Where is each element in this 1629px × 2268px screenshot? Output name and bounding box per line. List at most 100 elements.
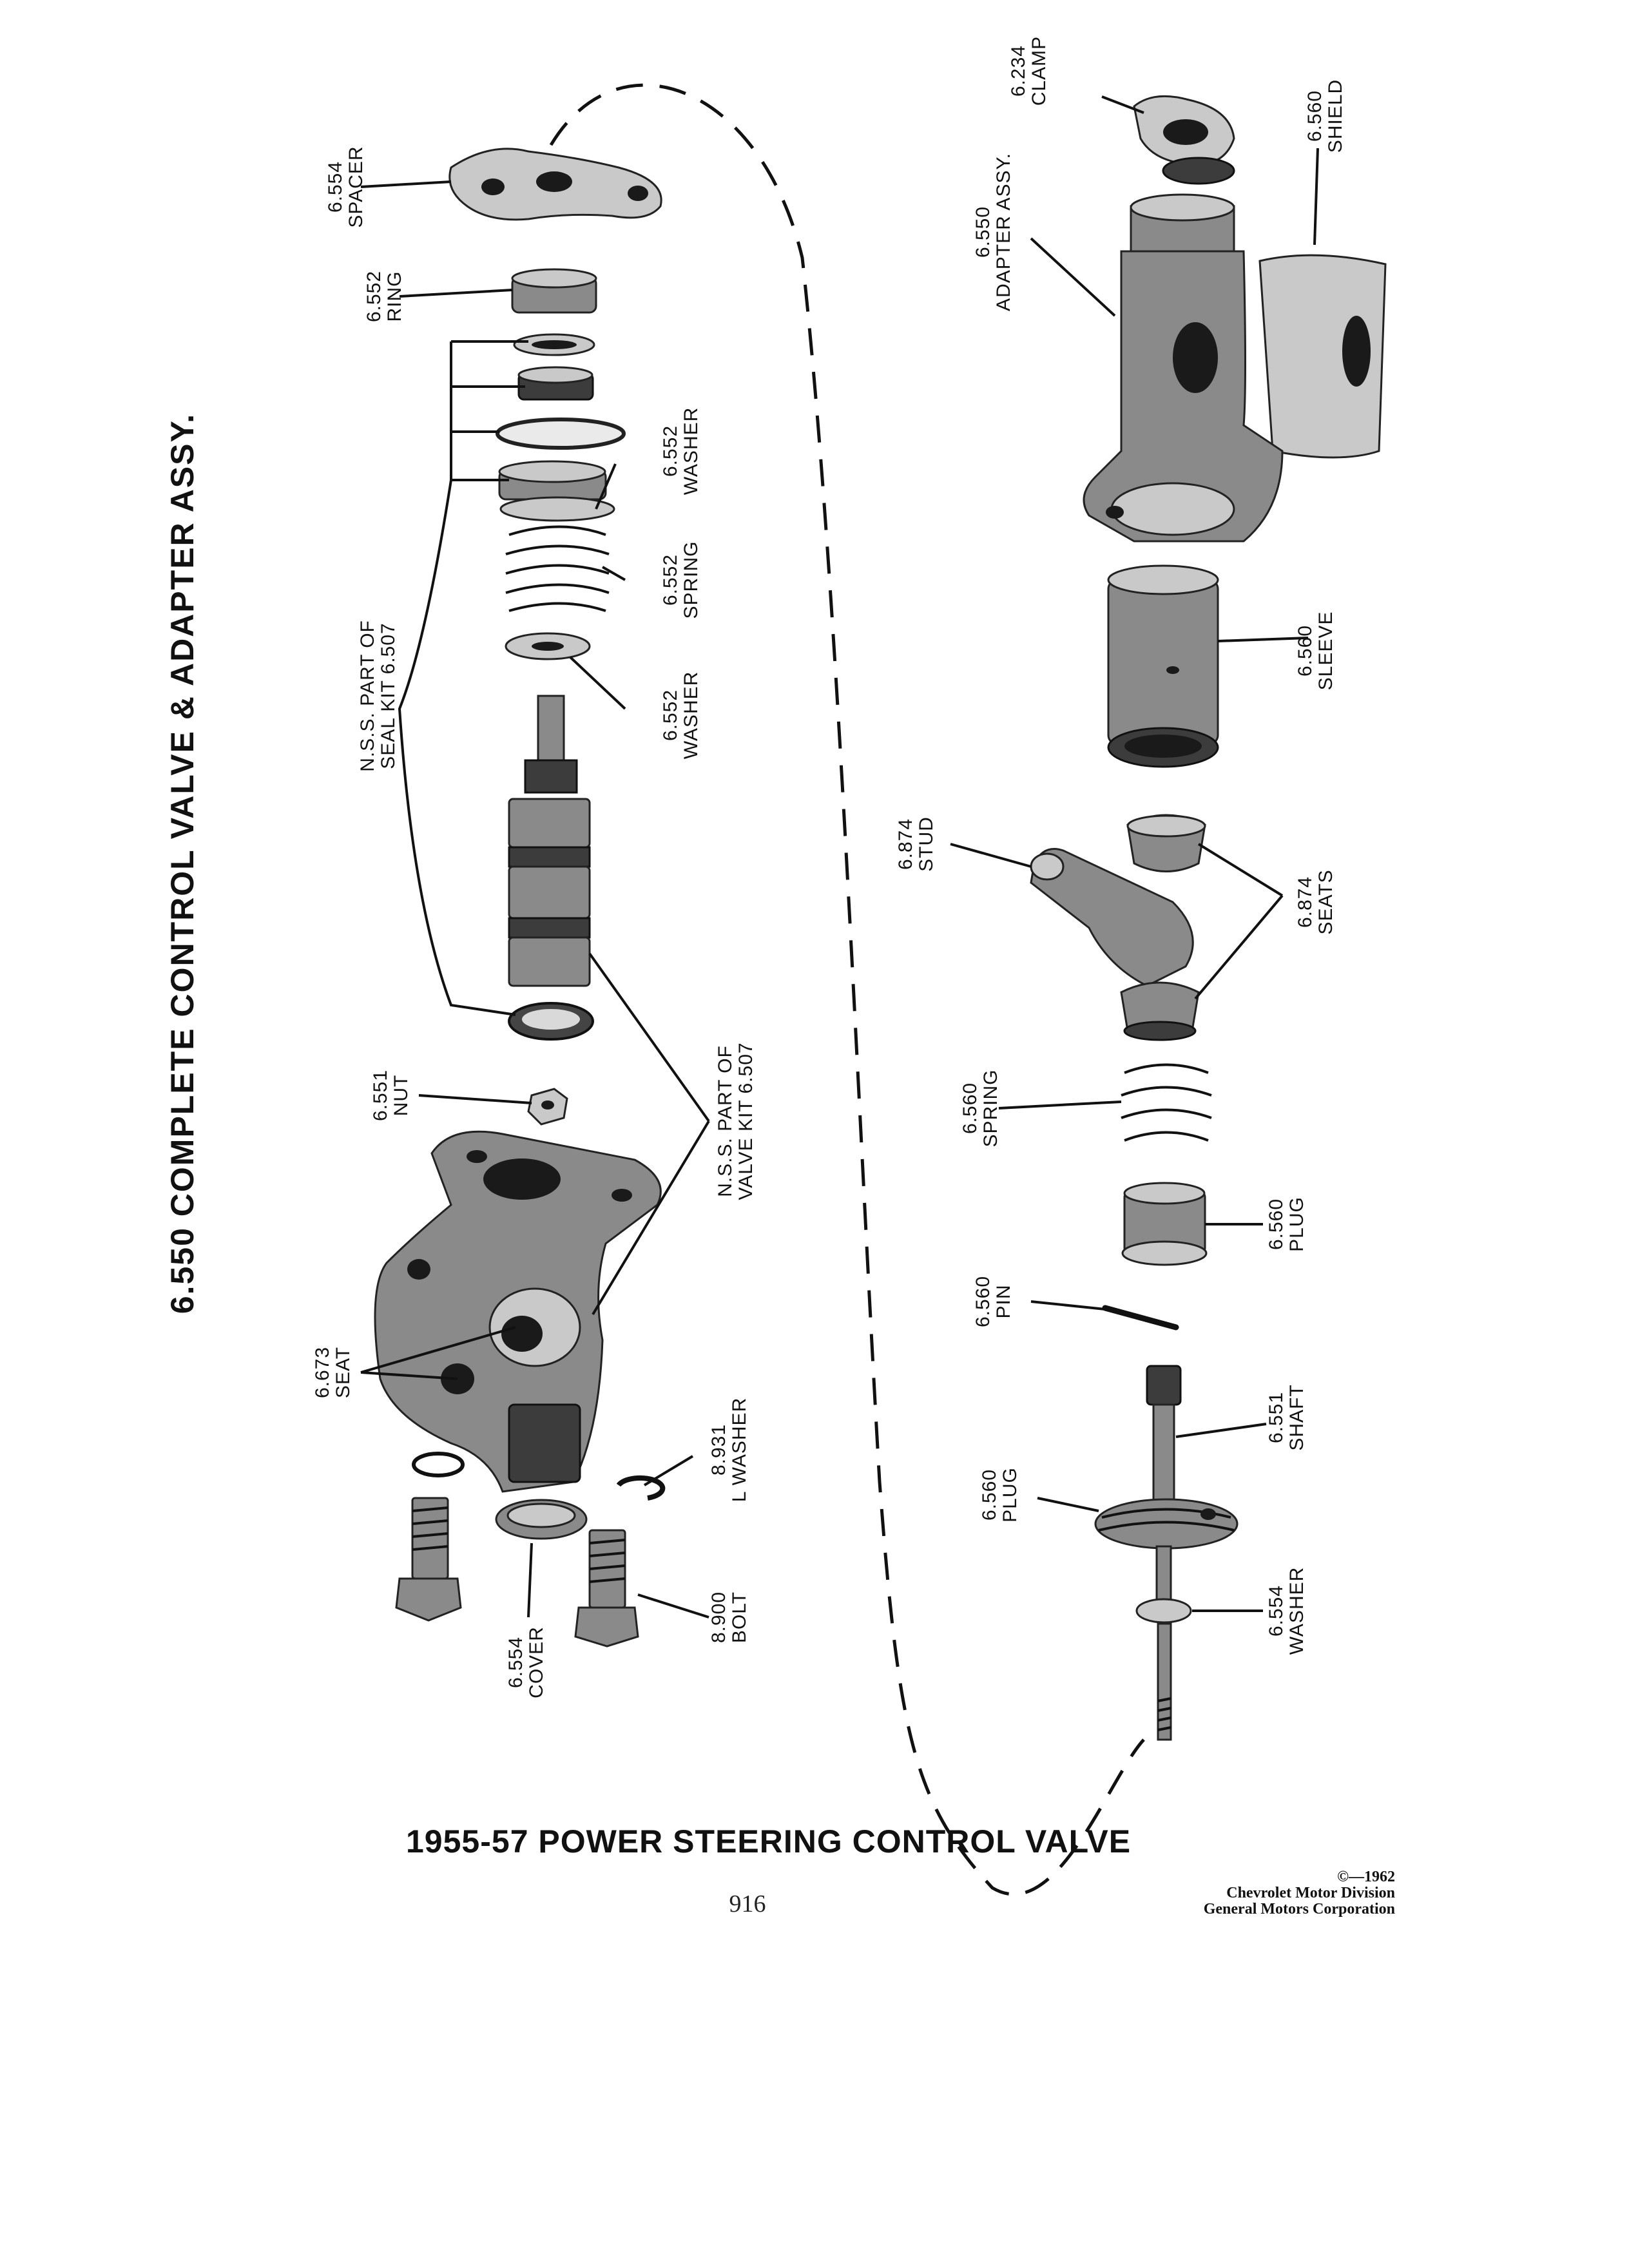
valve-body-part	[374, 1130, 662, 1493]
cover-part	[495, 1499, 588, 1540]
seal-part	[517, 366, 594, 401]
callout-ring-name: RING	[384, 271, 405, 322]
sleeve-part	[1107, 564, 1219, 768]
callout-shaft-number: 6.551	[1266, 1392, 1287, 1443]
shaft-assembly-part	[1094, 1365, 1239, 1741]
callout-seats-number: 6.874	[1295, 876, 1316, 928]
callout-spring-upper: 6.552 SPRING	[660, 541, 702, 619]
callout-cover-name: COVER	[526, 1626, 547, 1698]
callout-washer-mid-number: 6.552	[660, 689, 681, 741]
callout-washer-lower: 6.554 WASHER	[1266, 1567, 1307, 1655]
washer-part	[513, 333, 595, 356]
seal-ring-part	[508, 1002, 594, 1041]
valve-spool-part	[508, 695, 591, 987]
callout-plug-upper-number: 6.560	[1266, 1198, 1287, 1250]
callout-l-washer: 8.931 L WASHER	[708, 1398, 750, 1502]
callout-shield-number: 6.560	[1304, 90, 1325, 142]
callout-nut-name: NUT	[390, 1075, 412, 1117]
callout-cover: 6.554 COVER	[505, 1626, 547, 1698]
callout-sleeve-number: 6.560	[1295, 625, 1316, 677]
copyright-line-1: ©—1962	[1337, 1869, 1395, 1885]
callout-spacer: 6.554 SPACER	[325, 146, 367, 227]
callout-seal-kit-line1: N.S.S. PART OF	[357, 620, 378, 772]
callout-spring-upper-number: 6.552	[660, 554, 681, 606]
small-washer-left-part	[412, 1452, 465, 1477]
callout-valve-kit: N.S.S. PART OF VALVE KIT 6.507	[715, 1042, 757, 1200]
callout-plug-upper: 6.560 PLUG	[1266, 1196, 1307, 1252]
adapter-assembly-part	[1083, 193, 1284, 543]
callout-seat-name: SEAT	[333, 1347, 354, 1398]
stud-part	[1030, 848, 1194, 987]
callout-plug-lower-name: PLUG	[999, 1467, 1021, 1523]
callout-sleeve-name: SLEEVE	[1315, 611, 1336, 691]
callout-washer-upper: 6.552 WASHER	[660, 407, 702, 495]
seat-lower-part	[1120, 981, 1200, 1041]
callout-stud-number: 6.874	[895, 818, 916, 870]
diagram-caption: 1955-57 POWER STEERING CONTROL VALVE	[406, 1823, 1131, 1860]
callout-bolt-name: BOLT	[729, 1591, 750, 1643]
callout-pin: 6.560 PIN	[972, 1276, 1014, 1327]
callout-clamp-number: 6.234	[1008, 45, 1029, 97]
callout-sleeve: 6.560 SLEEVE	[1295, 611, 1336, 691]
callout-shaft-name: SHAFT	[1286, 1384, 1307, 1450]
callout-pin-name: PIN	[993, 1284, 1014, 1318]
callout-plug-upper-name: PLUG	[1286, 1196, 1307, 1252]
callout-plug-lower: 6.560 PLUG	[979, 1467, 1021, 1523]
callout-cover-number: 6.554	[505, 1637, 526, 1688]
callout-nut-number: 6.551	[370, 1070, 391, 1121]
leader-lines	[360, 95, 1319, 1619]
clamp-part	[1133, 95, 1235, 185]
callout-stud: 6.874 STUD	[895, 816, 937, 872]
callout-bolt: 8.900 BOLT	[708, 1591, 750, 1643]
callout-ring: 6.552 RING	[363, 271, 405, 322]
callout-plug-lower-number: 6.560	[979, 1469, 1000, 1521]
callout-adapter-number: 6.550	[972, 206, 994, 258]
callout-shaft: 6.551 SHAFT	[1266, 1384, 1307, 1450]
callout-seats: 6.874 SEATS	[1295, 869, 1336, 934]
callout-washer-upper-number: 6.552	[660, 425, 681, 477]
copyright-line-3: General Motors Corporation	[1204, 1901, 1395, 1917]
callout-spacer-name: SPACER	[345, 146, 367, 227]
callout-washer-upper-name: WASHER	[680, 407, 702, 495]
callout-valve-kit-line2: VALVE KIT 6.507	[735, 1042, 757, 1200]
mid-washer-part	[505, 632, 591, 660]
pin-part	[1102, 1305, 1179, 1331]
callout-shield-name: SHIELD	[1325, 79, 1346, 153]
callout-spring-upper-name: SPRING	[680, 541, 702, 619]
callout-spacer-number: 6.554	[325, 161, 346, 213]
assembly-path-dashed-line	[549, 83, 1145, 1896]
callout-spring-lower: 6.560 SPRING	[959, 1069, 1001, 1147]
page-number: 916	[729, 1890, 766, 1917]
o-ring-part	[496, 418, 626, 450]
callout-seats-name: SEATS	[1315, 869, 1336, 934]
callout-l-washer-name: L WASHER	[729, 1398, 750, 1502]
callout-seat: 6.673 SEAT	[312, 1347, 354, 1398]
callout-shield: 6.560 SHIELD	[1304, 79, 1346, 153]
copyright-line-2: Chevrolet Motor Division	[1226, 1885, 1395, 1901]
callout-clamp-name: CLAMP	[1028, 36, 1050, 106]
callout-nut: 6.551 NUT	[370, 1070, 412, 1121]
callout-adapter: 6.550 ADAPTER ASSY.	[972, 153, 1014, 311]
upper-washer-part	[498, 460, 615, 522]
callout-ring-number: 6.552	[363, 271, 385, 322]
callout-washer-lower-name: WASHER	[1286, 1567, 1307, 1655]
lower-spring-part	[1121, 1063, 1212, 1142]
l-washer-part	[616, 1475, 666, 1501]
seat-upper-part	[1126, 814, 1206, 872]
callout-seal-kit: N.S.S. PART OF SEAL KIT 6.507	[357, 620, 399, 772]
callout-adapter-name: ADAPTER ASSY.	[993, 153, 1014, 311]
callout-valve-kit-line1: N.S.S. PART OF	[715, 1045, 736, 1197]
spacer-part	[448, 148, 662, 221]
callout-washer-mid: 6.552 WASHER	[660, 671, 702, 760]
callout-washer-lower-number: 6.554	[1266, 1585, 1287, 1637]
ring-part	[511, 268, 597, 314]
bolt-right-part	[574, 1529, 639, 1648]
bolt-left-part	[395, 1497, 462, 1622]
shield-part	[1258, 254, 1387, 459]
nut-part	[527, 1088, 568, 1126]
callout-bolt-number: 8.900	[708, 1591, 729, 1643]
page-title: 6.550 COMPLETE CONTROL VALVE & ADAPTER A…	[164, 413, 200, 1314]
plug-upper-part	[1121, 1182, 1208, 1266]
callout-washer-mid-name: WASHER	[680, 671, 702, 760]
